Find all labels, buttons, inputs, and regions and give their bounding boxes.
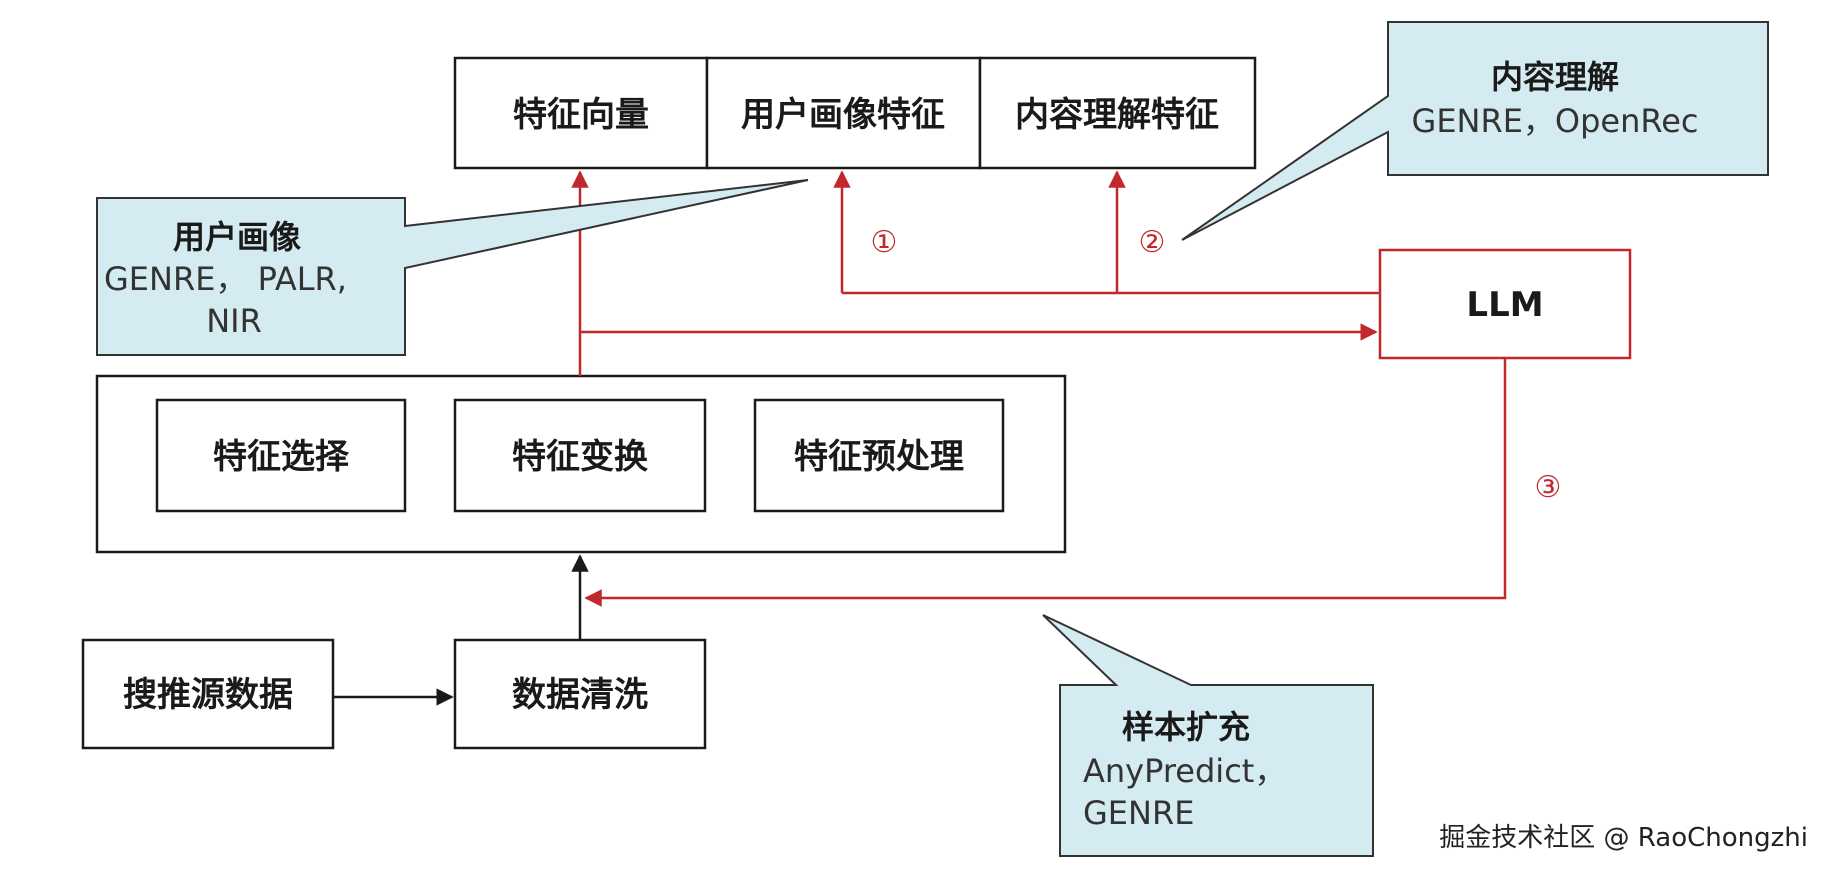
sample-expansion-callout-line2: GENRE <box>1083 794 1194 832</box>
llm-label: LLM <box>1466 285 1543 325</box>
feature-selection-label: 特征选择 <box>213 437 350 477</box>
feature-preprocess-label: 特征预处理 <box>794 437 964 477</box>
user-profile-callout-line2: NIR <box>206 302 262 340</box>
sample-expansion-callout: 样本扩充 AnyPredict， GENRE <box>1042 614 1374 857</box>
data-source-row: 搜推源数据 数据清洗 <box>81 638 707 750</box>
sample-expansion-callout-line1: AnyPredict， <box>1083 752 1286 790</box>
black-arrows <box>333 554 589 706</box>
user-profile-callout: 用户画像 GENRE， PALR, NIR <box>96 179 809 356</box>
feature-transform-label: 特征变换 <box>512 437 648 477</box>
content-understanding-callout-line1: GENRE，OpenRec <box>1412 102 1699 140</box>
source-data-label: 搜推源数据 <box>123 675 293 715</box>
sample-expansion-callout-title: 样本扩充 <box>1122 708 1250 746</box>
feature-preprocess-box <box>753 398 1005 513</box>
user-profile-features-label: 用户画像特征 <box>741 95 945 135</box>
content-understanding-features-box <box>978 56 1257 170</box>
red-flow-arrows <box>571 170 1507 607</box>
llm-box <box>1378 248 1632 360</box>
user-profile-callout-shape <box>96 179 809 356</box>
user-profile-callout-title: 用户画像 <box>173 218 301 256</box>
data-cleaning-box <box>453 638 707 750</box>
feature-vector-box <box>453 56 709 170</box>
sample-expansion-callout-shape <box>1042 614 1374 857</box>
source-data-box <box>81 638 335 750</box>
watermark: 掘金技术社区 @ RaoChongzhi <box>1439 823 1808 853</box>
step-two-label: ② <box>1139 225 1166 260</box>
llm-to-sample-expansion-arrow <box>584 358 1507 607</box>
user-profile-callout-line1: GENRE， PALR, <box>104 260 347 298</box>
feature-engineering-group: 特征选择 特征变换 特征预处理 <box>95 374 1067 554</box>
step-one-label: ① <box>871 225 898 260</box>
content-understanding-callout-title: 内容理解 <box>1491 58 1619 96</box>
step-numbers: ① ② ③ <box>871 225 1562 505</box>
feature-transform-box <box>453 398 707 513</box>
top-feature-row: 特征向量 用户画像特征 内容理解特征 <box>453 56 1257 170</box>
content-understanding-callout: 内容理解 GENRE，OpenRec <box>1181 21 1769 241</box>
content-understanding-callout-shape <box>1181 21 1769 241</box>
feature-selection-box <box>155 398 407 513</box>
step-three-label: ③ <box>1535 470 1562 505</box>
user-profile-features-box <box>705 56 982 170</box>
data-cleaning-label: 数据清洗 <box>512 675 648 715</box>
content-understanding-features-label: 内容理解特征 <box>1015 95 1219 135</box>
feature-vector-label: 特征向量 <box>513 95 649 135</box>
